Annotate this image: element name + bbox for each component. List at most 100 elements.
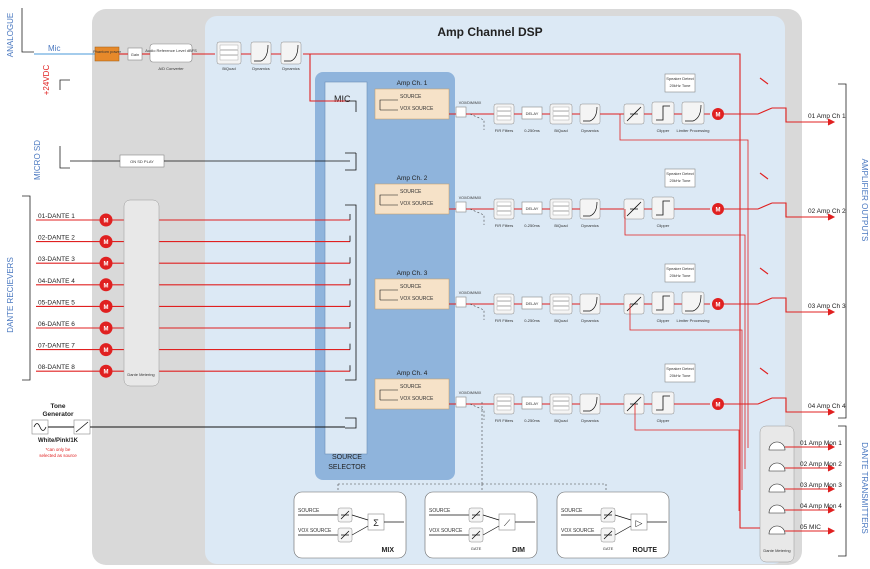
channel-source-block (374, 88, 450, 120)
channel-biquad-block-band (552, 396, 570, 401)
channel-meter-badge (712, 203, 724, 215)
channel-title: Amp Ch. 4 (397, 370, 428, 377)
speaker-detect-label: Speaker Detect (666, 366, 694, 371)
speaker-detect-label: Speaker Detect (666, 76, 694, 81)
delay-block (521, 106, 543, 120)
monitor-arrow-icon (827, 527, 836, 535)
channel-dynamics-label: Dynamics (581, 318, 599, 323)
channel-title: Amp Ch. 1 (397, 80, 428, 87)
meter-badge (99, 213, 113, 227)
legend-title: ROUTE (633, 547, 658, 554)
fir-block-band (496, 406, 512, 411)
ad-converter-label: A/D Converter (158, 66, 184, 71)
selector-switch (345, 100, 357, 429)
channel-biquad-block-band (552, 111, 570, 116)
dsp-area (205, 16, 785, 564)
limiter-block (681, 101, 705, 125)
sum-icon: ⟋ (504, 518, 511, 528)
legend-gain-block-glyph (471, 510, 481, 520)
dante-transmitters-label: DANTE TRANSMITTERS (860, 442, 869, 533)
mic-biquad-label: BiQuad (222, 66, 235, 71)
legend-gain-block-glyph (340, 510, 350, 520)
mic-biquad-block-band (219, 55, 239, 61)
phantom-power-label: Phantom power (93, 49, 122, 54)
monitor-meter-icon (768, 462, 786, 472)
dante-input-label: 07-DANTE 7 (38, 343, 75, 350)
clipper-label: Clipper (657, 418, 670, 423)
channel-biquad-block-band (552, 406, 570, 411)
channel-biquad-block-band (552, 401, 570, 406)
meter-badge-label: M (104, 262, 109, 268)
dante-input-label: 02-DANTE 2 (38, 235, 75, 242)
meter-badge (99, 278, 113, 292)
output-arrow-icon (827, 408, 836, 416)
mic-dynamics-block (250, 41, 272, 65)
meter-badge-label: M (104, 370, 109, 376)
24vdc-label: +24VDC (42, 65, 51, 96)
mic-dynamics2-block (280, 41, 302, 65)
speaker-detect-tone: 20kHz Tone (669, 83, 691, 88)
mic-dynamics-block-glyph (254, 44, 269, 62)
speaker-detect-block (664, 363, 696, 383)
mic-input-label: Mic (48, 44, 60, 53)
dante-input-label: 04-DANTE 4 (38, 278, 75, 285)
speaker-detect-tone: 20kHz Tone (669, 373, 691, 378)
mic-monitor-line (735, 53, 760, 529)
legend-vox-label: VOX SOURCE (298, 528, 332, 534)
channel-dash (469, 303, 485, 320)
gain-label: Gain (131, 52, 139, 57)
clipper-label: Clipper (657, 223, 670, 228)
delay-block (521, 296, 543, 310)
output-label: 04 Amp Ch 4 (808, 403, 846, 410)
mic-processing-chain (216, 41, 302, 65)
delay-label: DELAY (526, 301, 539, 306)
channel-vox-label: VOX SOURCE (400, 201, 434, 207)
channel-mode-label: VOX/DIM/MIX (459, 391, 482, 395)
channel-dynamics-label: Dynamics (581, 223, 599, 228)
delay-label: DELAY (526, 401, 539, 406)
output-wire (724, 172, 834, 218)
fir-block-band (496, 111, 512, 116)
output-wire (724, 367, 834, 413)
analogue-bracket (21, 8, 34, 53)
channel-source-label: SOURCE (400, 94, 422, 100)
dante-input-label: 01-DANTE 1 (38, 213, 75, 220)
channel-biquad-block-band (552, 306, 570, 311)
fir-label: FIR Filters (495, 128, 513, 133)
fir-block-band (496, 106, 512, 111)
fir-block-band (496, 306, 512, 311)
legend-gate-label: GATE (471, 546, 482, 551)
sd-bracket (59, 146, 70, 169)
monitor-tap-line (629, 304, 743, 490)
legend-wire (298, 514, 344, 536)
monitor-meter-icon (768, 525, 786, 535)
monitor-label: 05 MIC (800, 524, 821, 531)
channel-dash (469, 403, 485, 420)
delay-range-label: 0-250ms (524, 318, 540, 323)
channel-gain-block-glyph (626, 106, 642, 122)
monitor-arrow-icon (827, 443, 836, 451)
dante-input-label: 03-DANTE 3 (38, 256, 75, 263)
channel-source-label: SOURCE (400, 384, 422, 390)
clipper-block-glyph (656, 200, 670, 216)
output-wire (724, 77, 834, 123)
fir-block-band (496, 211, 512, 216)
output-arrow-icon (827, 308, 836, 316)
fir-block-band (496, 206, 512, 211)
monitor-outputs: 01 Amp Mon 102 Amp Mon 203 Amp Mon 304 A… (735, 53, 842, 535)
channel-dynamics-block-glyph (583, 396, 598, 412)
mic-dynamics-label: Dynamics (252, 66, 270, 71)
delay-range-label: 0-250ms (524, 223, 540, 228)
meter-badge-label: M (104, 305, 109, 311)
meter-badge (99, 299, 113, 313)
meter-badge-label: M (104, 283, 109, 289)
monitor-tap-line (624, 209, 746, 469)
delay-block (521, 396, 543, 410)
output-arrow-icon (827, 118, 836, 126)
channel-dynamics-block-glyph (583, 106, 598, 122)
mic-biquad-block-band (219, 50, 239, 55)
monitor-tap-line (634, 404, 740, 511)
